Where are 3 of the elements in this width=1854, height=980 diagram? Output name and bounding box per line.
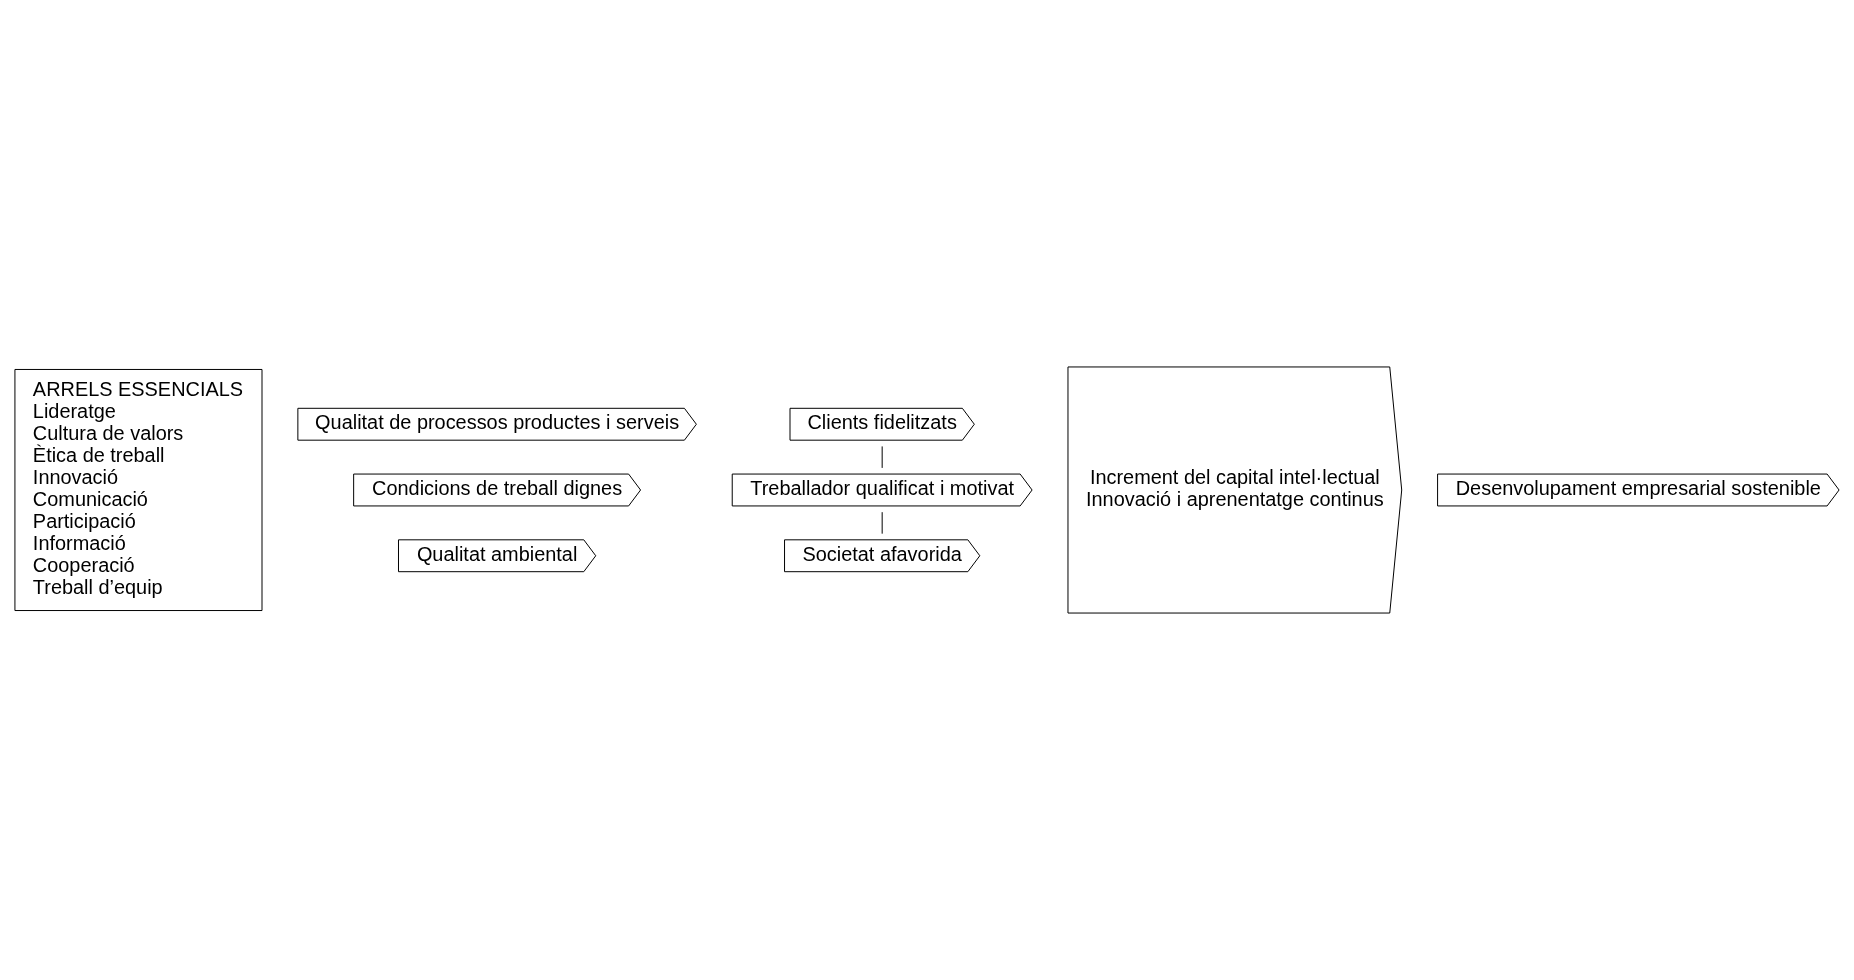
node-box: ARRELS ESSENCIALS Lideratge Cultura de valors Ètica de treball Innovació Comunicació Participació Informació Cooperació Treball d’equip	[14, 368, 263, 612]
connector	[881, 445, 883, 469]
connector	[881, 511, 883, 535]
